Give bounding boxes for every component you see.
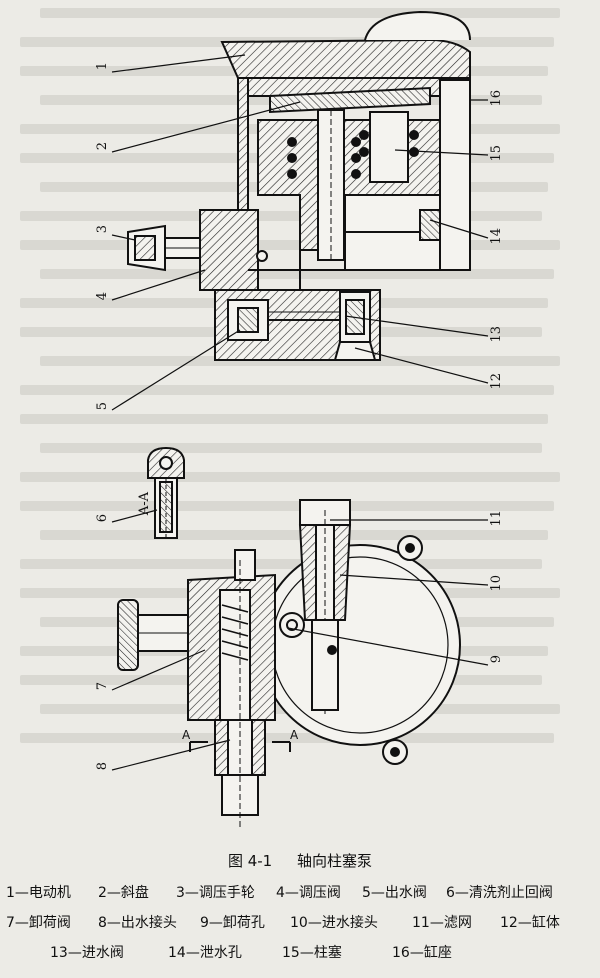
section-label: A-A [137, 492, 152, 516]
bleed-line [40, 530, 548, 540]
legend-item: 3—调压手轮 [176, 885, 255, 901]
callout-15: 15 [489, 145, 504, 162]
section-a-a-view [147, 446, 185, 540]
section-mark-left: A [182, 728, 191, 742]
callout-14: 14 [489, 228, 504, 245]
legend-item: 9—卸荷孔 [200, 915, 265, 931]
bleed-line [40, 8, 560, 18]
bleed-line [20, 414, 548, 424]
legend-item: 15—柱塞 [282, 945, 342, 961]
axial-piston-pump-drawing [111, 10, 489, 830]
callout-10: 10 [489, 575, 504, 592]
bleed-line [20, 240, 560, 250]
bleed-line [20, 559, 542, 569]
callout-6: 6 [95, 514, 110, 523]
callout-5: 5 [95, 402, 110, 411]
legend-item: 10—进水接头 [290, 915, 378, 931]
legend-row: 1—电动机 2—斜盘 3—调压手轮 4—调压阀 5—出水阀 6—清洗剂止回阀 [0, 882, 600, 912]
figure-title: 轴向柱塞泵 [297, 852, 373, 870]
callout-8: 8 [95, 762, 110, 771]
legend-row: 7—卸荷阀 8—出水接头 9—卸荷孔 10—进水接头 11—滤网 12—缸体 [0, 912, 600, 942]
callout-2: 2 [95, 142, 110, 151]
legend-item: 16—缸座 [392, 945, 452, 961]
leader-lines-side [111, 519, 489, 771]
callout-12: 12 [489, 373, 504, 390]
legend-item: 7—卸荷阀 [6, 915, 71, 931]
callout-16: 16 [489, 90, 504, 107]
legend-item: 11—滤网 [412, 915, 472, 931]
legend-item: 5—出水阀 [362, 885, 427, 901]
callout-9: 9 [489, 655, 504, 664]
leader-lines-top [111, 54, 489, 411]
bleed-line [40, 269, 554, 279]
bleed-line [20, 385, 554, 395]
legend-item: 12—缸体 [500, 915, 560, 931]
figure-number: 图 4-1 [227, 852, 273, 870]
callout-7: 7 [95, 682, 110, 691]
callout-3: 3 [95, 225, 110, 234]
legend-row: 13—进水阀 14—泄水孔 15—柱塞 16—缸座 [0, 942, 600, 972]
callout-13: 13 [489, 326, 504, 343]
figure-caption: 图 4-1 轴向柱塞泵 [0, 850, 600, 871]
bleed-line [20, 472, 560, 482]
legend-item: 4—调压阀 [276, 885, 341, 901]
callout-1: 1 [95, 62, 110, 71]
section-mark-right: A [290, 728, 299, 742]
bleed-line [20, 211, 542, 221]
legend-item: 8—出水接头 [98, 915, 177, 931]
main-section-view [127, 10, 471, 361]
legend-item: 1—电动机 [6, 885, 71, 901]
figure-legend: 1—电动机 2—斜盘 3—调压手轮 4—调压阀 5—出水阀 6—清洗剂止回阀 7… [0, 882, 600, 972]
legend-item: 14—泄水孔 [168, 945, 242, 961]
legend-item: 6—清洗剂止回阀 [446, 885, 553, 901]
callout-4: 4 [95, 292, 110, 301]
legend-item: 13—进水阀 [50, 945, 124, 961]
bleed-line [40, 443, 542, 453]
side-view [117, 499, 461, 830]
bleed-line [20, 733, 554, 743]
bleed-line [20, 501, 554, 511]
legend-item: 2—斜盘 [98, 885, 149, 901]
callout-11: 11 [489, 510, 504, 527]
